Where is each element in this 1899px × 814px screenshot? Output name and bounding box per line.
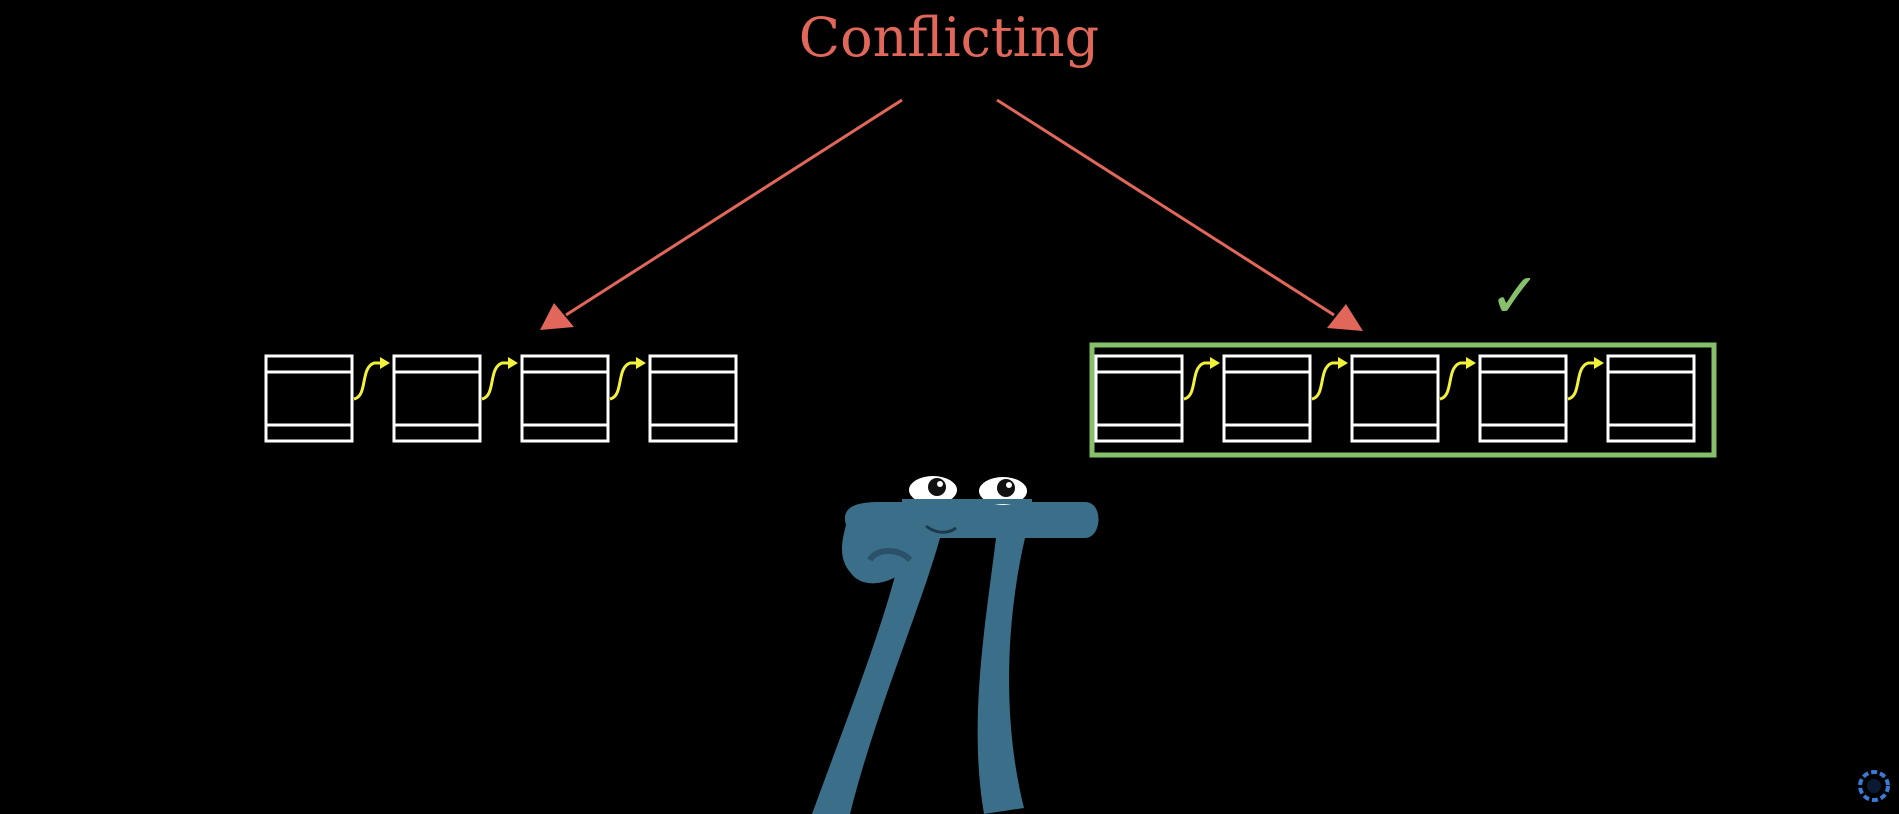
pi-creature-right-pupil: [997, 479, 1015, 497]
conflict-arrows: [540, 98, 1363, 331]
link-arrow-shaft: [1183, 361, 1212, 401]
pi-creature-left-glint: [937, 481, 943, 487]
link-arrow-shaft: [481, 361, 510, 401]
pi-creature-mouth: [925, 524, 957, 534]
block-outline: [648, 354, 738, 443]
link-arrow: [1183, 357, 1220, 401]
pi-creature: [812, 476, 1099, 814]
link-arrow-head: [508, 357, 518, 369]
link-arrow-head: [380, 357, 390, 369]
check-icon: ✓: [1489, 259, 1541, 332]
link-arrow: [1439, 357, 1476, 401]
link-arrow-shaft: [1567, 361, 1596, 401]
block: [1478, 354, 1568, 443]
block: [648, 354, 738, 443]
block-outline: [1094, 354, 1184, 443]
link-arrow-head: [1594, 357, 1604, 369]
pi-creature-left-leg: [812, 538, 940, 814]
pi-creature-right-glint: [1006, 482, 1012, 488]
link-arrow-head: [1338, 357, 1348, 369]
block-outline: [520, 354, 610, 443]
blockchains: [264, 354, 1696, 443]
link-arrow-shaft: [1439, 361, 1468, 401]
link-arrow-shaft: [1311, 361, 1340, 401]
block: [1350, 354, 1440, 443]
conflicting-title: Conflicting: [799, 6, 1099, 69]
block-outline: [264, 354, 354, 443]
block: [1094, 354, 1184, 443]
conflict-arrow-right-head: [1327, 304, 1363, 331]
conflict-arrow-left-shaft: [565, 98, 903, 317]
block-outline: [1478, 354, 1568, 443]
accepted-chain-frame: [1089, 342, 1717, 458]
right-chain: [1094, 354, 1696, 443]
link-arrow: [481, 357, 518, 401]
block-outline: [1350, 354, 1440, 443]
link-arrow: [1311, 357, 1348, 401]
link-arrow: [1567, 357, 1604, 401]
pi-creature-eye-lid: [902, 499, 1032, 504]
block-outline: [1606, 354, 1696, 443]
block: [520, 354, 610, 443]
conflict-arrow-right-shaft: [996, 98, 1335, 317]
pi-creature-body: [812, 502, 1099, 814]
pi-creature-cheek-curl: [867, 548, 913, 563]
left-chain: [264, 354, 738, 443]
pi-creature-left-pupil: [928, 478, 946, 496]
link-arrow-shaft: [353, 361, 382, 401]
link-arrow-shaft: [609, 361, 638, 401]
block-outline: [1222, 354, 1312, 443]
link-arrow-head: [1210, 357, 1220, 369]
conflict-arrow-left-head: [540, 303, 574, 330]
block: [392, 354, 482, 443]
block-outline: [392, 354, 482, 443]
block: [1606, 354, 1696, 443]
loading-spinner-icon: [1858, 770, 1890, 802]
link-arrow-head: [636, 357, 646, 369]
block: [264, 354, 354, 443]
link-arrow-head: [1466, 357, 1476, 369]
link-arrow: [609, 357, 646, 401]
link-arrow: [353, 357, 390, 401]
block: [1222, 354, 1312, 443]
